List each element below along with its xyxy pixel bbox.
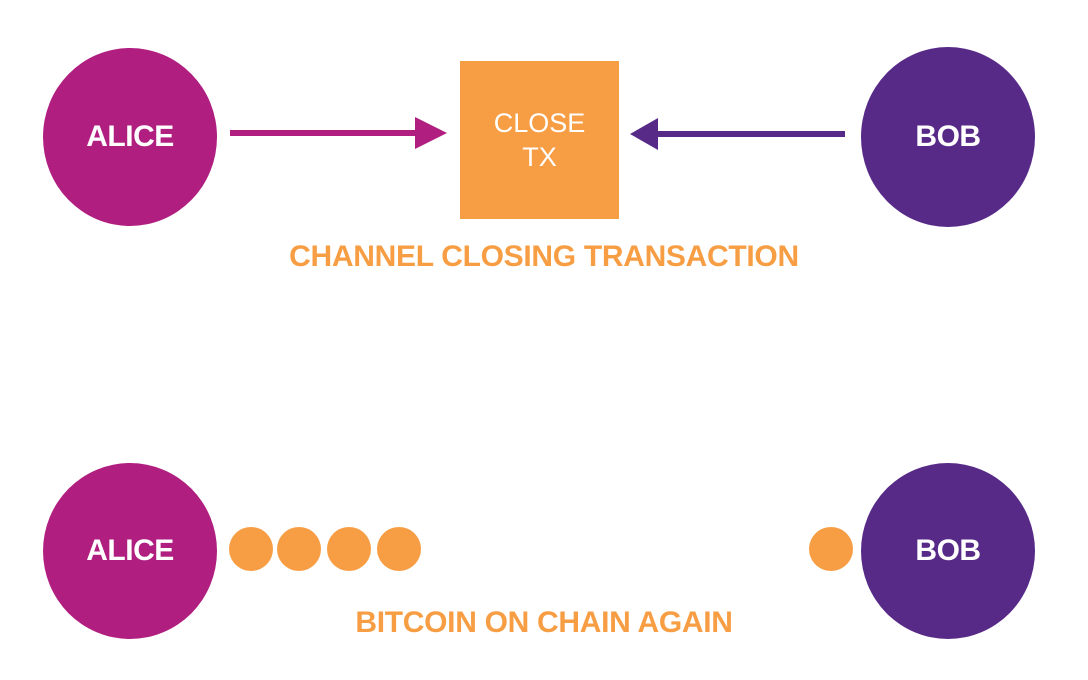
bob-to-close-arrow-icon [630, 118, 845, 150]
alice-node-top: ALICE [43, 48, 217, 226]
alice-label-top: ALICE [86, 120, 174, 153]
bob-coin [809, 527, 853, 571]
bob-label-bottom: BOB [915, 534, 981, 567]
close-tx-line1: CLOSE [493, 108, 586, 138]
alice-coin [377, 527, 421, 571]
bob-node-bottom: BOB [861, 463, 1035, 639]
alice-to-close-arrow-icon [230, 117, 447, 149]
close-tx-line2: TX [522, 142, 557, 172]
alice-label-bottom: ALICE [86, 534, 174, 567]
alice-node-bottom: ALICE [43, 463, 217, 639]
bob-node-top: BOB [861, 47, 1035, 227]
alice-coin [277, 527, 321, 571]
bob-label-top: BOB [915, 120, 981, 153]
channel-closing-caption: CHANNEL CLOSING TRANSACTION [289, 240, 799, 273]
close-tx-box: CLOSE TX [460, 61, 619, 219]
alice-coin [327, 527, 371, 571]
bitcoin-on-chain-caption: BITCOIN ON CHAIN AGAIN [355, 606, 733, 639]
alice-coin [229, 527, 273, 571]
